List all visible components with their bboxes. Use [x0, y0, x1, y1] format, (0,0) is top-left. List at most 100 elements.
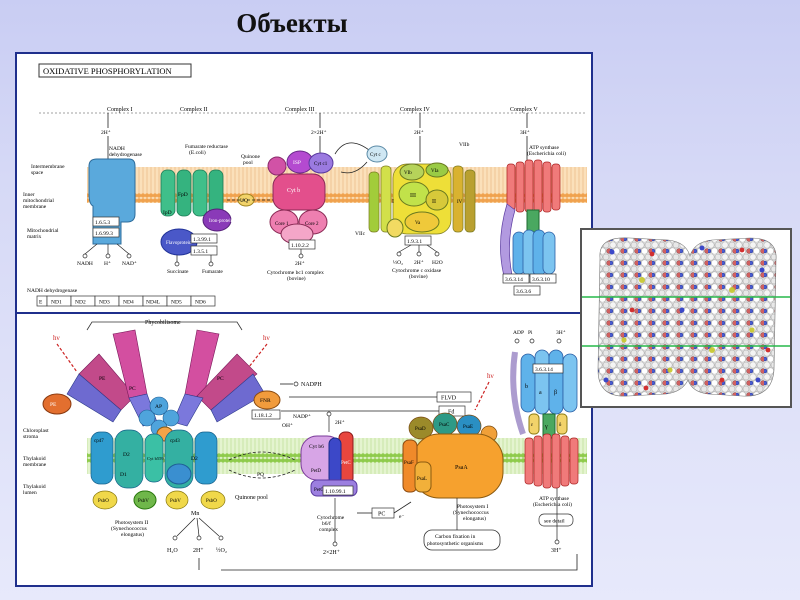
i-label: I: [392, 199, 394, 205]
fd-box: Fd: [448, 410, 454, 416]
cyt-c-label: Cyt c: [370, 153, 381, 158]
nadh-dehydrogenase-table-title: NADH dehydrogenase: [27, 288, 78, 294]
ec-1-3-99-1: 1.3.99.1: [193, 237, 211, 243]
hv-left: hν: [53, 334, 60, 342]
iv-label: IV: [457, 200, 463, 205]
protein-structure-image: [580, 228, 792, 408]
nd-e: E: [39, 300, 43, 306]
psac-label: PsaC: [439, 423, 450, 428]
ec-3-6-3-10: 3.6.3.10: [532, 277, 550, 283]
petc-label: PetC: [341, 461, 351, 466]
cyt-b6-label: Cyt b6: [309, 444, 324, 450]
two-x-2h: 2×2H⁺: [323, 550, 340, 556]
ps2-cyt-b559: Cyt b559: [147, 456, 164, 461]
va-label: Va: [415, 221, 421, 226]
see-detail-label: see detail: [544, 519, 565, 525]
hv-right: hν: [263, 334, 270, 342]
oxphos-diagram: OXIDATIVE PHOSPHORYLATION Complex I Comp…: [23, 63, 587, 307]
fnr-label: FNR: [260, 398, 271, 404]
core1-label: Core 1: [275, 222, 289, 227]
ap-label: AP: [155, 404, 162, 410]
nd-4l: ND4L: [146, 300, 161, 306]
quinone-pool-bottom: Quinone pool: [235, 495, 268, 501]
half-o2-text: ½O₂: [393, 259, 403, 266]
c1-proton: 2H⁺: [101, 130, 111, 136]
psbo-right: PsbO: [206, 499, 217, 504]
pc-rod-right: PC: [217, 376, 224, 382]
atp-b-sub: b: [525, 384, 528, 390]
via-label: VIa: [431, 169, 439, 174]
ec-1-9-3-1: 1.9.3.1: [407, 239, 422, 245]
nadp-label: NADP⁺OH⁺: [282, 414, 311, 429]
isp-label: ISP: [293, 160, 301, 166]
ps2-cp43: cp43: [170, 439, 180, 444]
atp-synthase-label-top: ATP synthase(Escherichia coli): [527, 145, 566, 157]
oxidative-phosphorylation-panel: OXIDATIVE PHOSPHORYLATION Complex I Comp…: [15, 52, 593, 314]
carbon-fixation-link[interactable]: [423, 529, 501, 551]
e-minus-label: e⁻: [399, 514, 404, 520]
cyt-bc1-label: Cytochrome bc1 complex(bovine): [267, 270, 324, 282]
psbo-left: PsbO: [98, 499, 109, 504]
ps2-d1: D1: [120, 472, 127, 478]
psae-label: PsaE: [463, 425, 473, 430]
two-h-bottom: 2H⁺: [193, 548, 204, 554]
flvd-box: FLVD: [441, 396, 457, 402]
nad-text: NAD⁺: [122, 261, 137, 267]
ps2-cp47: cp47: [94, 439, 104, 444]
cyt-c1-label: Cyt c1: [314, 162, 328, 167]
ii-label: II: [432, 199, 436, 205]
pi-label: Pi: [528, 330, 533, 336]
h-plus-text: H⁺: [104, 261, 111, 267]
ipd-label: IpD: [163, 210, 172, 216]
half-o2-bottom: ½O₂: [216, 547, 227, 554]
fpd-label: FpD: [178, 192, 188, 198]
fumarate-reductase-label: Fumarate reductase(E.coli): [185, 144, 228, 156]
nd-3: ND3: [99, 300, 110, 306]
mn-label: Mn: [191, 511, 199, 517]
ps2-d2b: D2: [191, 456, 198, 462]
h2o-bottom: H₂O: [167, 548, 178, 554]
vib-label: VIb: [404, 171, 412, 176]
complex-ii-heading: Complex II: [180, 107, 208, 113]
c4-h-text: 2H⁺: [414, 260, 424, 266]
complex-v-heading: Complex V: [510, 107, 538, 113]
see-detail-button[interactable]: [538, 513, 574, 527]
atp-delta-sub: δ: [559, 423, 562, 428]
nd-6: ND6: [195, 300, 206, 306]
ec-1-10-2-2: 1.10.2.2: [291, 243, 309, 249]
nd-1: ND1: [51, 300, 62, 306]
ec-atp-bottom: 3.6.3.14: [535, 367, 553, 373]
c5-proton: 3H⁺: [520, 130, 530, 136]
ec-1-6-5-3: 1.6.5.3: [95, 220, 110, 226]
psal-label: PsaL: [417, 477, 427, 482]
fumarate-text: Fumarate: [202, 269, 223, 275]
psaa-label: PsaA: [455, 465, 468, 471]
atp-beta-sub: β: [554, 390, 557, 396]
atp-gamma-sub: γ: [544, 424, 548, 430]
psaf-label: PsaF: [404, 461, 414, 466]
ec-3-6-3-14: 3.6.3.14: [505, 277, 523, 283]
complex-i-heading: Complex I: [107, 107, 133, 113]
atp-synthase-bottom-label: ATP synthase(Escherichia coli): [533, 496, 572, 508]
protein-surface: [597, 237, 777, 397]
cyt-c-oxidase-label: Cytochrome c oxidase(bovine): [392, 268, 442, 280]
viib-label: VIIb: [459, 142, 470, 148]
psbv-right: PsbV: [170, 499, 181, 504]
three-h-bottom: 3H⁺: [551, 548, 562, 554]
ec-1-6-99-3: 1.6.99.3: [95, 231, 113, 237]
complex-iv-heading: Complex IV: [400, 107, 430, 113]
hv-ps1: hν: [487, 372, 494, 380]
petg-label: PetG: [314, 488, 324, 493]
core2-label: Core 2: [305, 222, 319, 227]
atp-a-sub: a: [539, 390, 542, 396]
adp-label: ADP: [513, 330, 524, 336]
